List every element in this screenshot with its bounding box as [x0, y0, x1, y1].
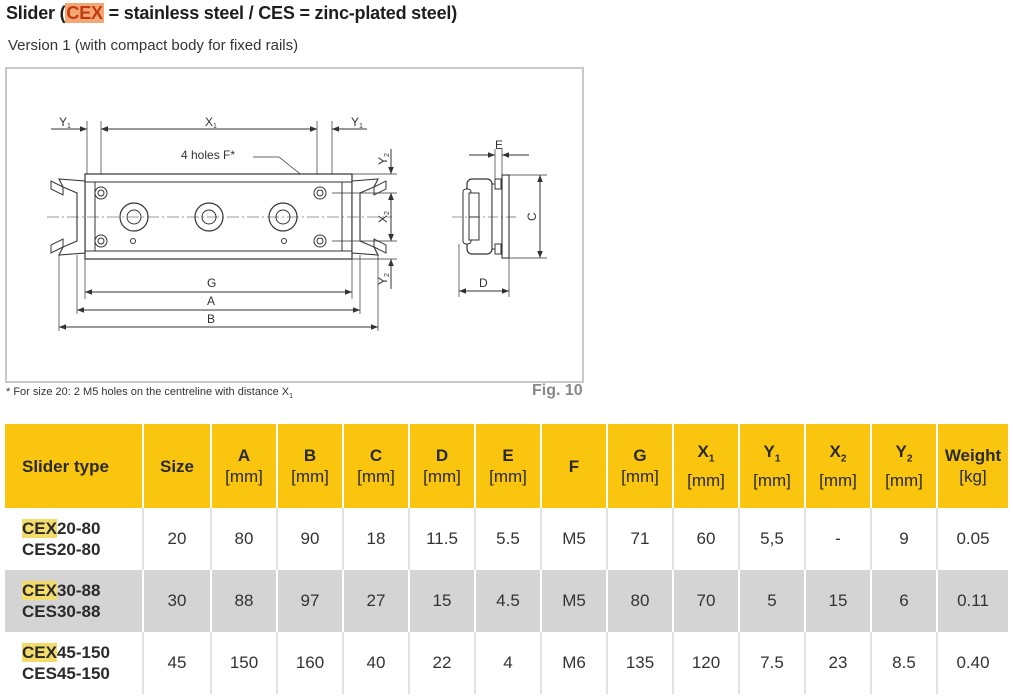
header-size: Size: [142, 424, 211, 508]
cell-g: 71: [606, 508, 673, 570]
header-weight: Weight[kg]: [936, 424, 1008, 508]
header-b: B[mm]: [276, 424, 343, 508]
slider-drawing-svg: Y1 X1 Y1 4 holes F* G A B E D Y2 X2 Y2 C: [47, 115, 547, 331]
cell-size: 20: [142, 508, 211, 570]
cell-x1: 70: [672, 570, 739, 632]
header-x1: X1[mm]: [672, 424, 739, 508]
cell-size: 30: [142, 570, 211, 632]
cell-g: 135: [606, 632, 673, 694]
label-c: C: [525, 212, 539, 221]
label-e: E: [495, 138, 503, 152]
header-f: F: [540, 424, 607, 508]
cell-c: 18: [342, 508, 409, 570]
label-b: B: [207, 312, 215, 326]
label-y1-left: Y1: [59, 115, 71, 130]
cell-b: 90: [276, 508, 343, 570]
label-x2: X2: [376, 211, 391, 223]
cell-a: 80: [210, 508, 277, 570]
header-x2: X2[mm]: [804, 424, 871, 508]
cell-c: 27: [342, 570, 409, 632]
table-header-row: Slider type Size A[mm] B[mm] C[mm] D[mm]…: [5, 424, 1008, 508]
header-c: C[mm]: [342, 424, 409, 508]
label-holes: 4 holes F*: [181, 148, 235, 162]
label-d: D: [479, 276, 488, 290]
cell-x2: 23: [804, 632, 871, 694]
slider-spec-table: Slider type Size A[mm] B[mm] C[mm] D[mm]…: [5, 424, 1008, 694]
figure-number: Fig. 10: [532, 382, 583, 399]
cex-highlight: CEX: [65, 3, 104, 23]
cell-y1: 5: [738, 570, 805, 632]
cell-weight: 0.11: [936, 570, 1008, 632]
header-slider-type: Slider type: [5, 424, 143, 508]
label-a: A: [207, 294, 215, 308]
cell-e: 4: [474, 632, 541, 694]
cell-b: 97: [276, 570, 343, 632]
header-g: G[mm]: [606, 424, 673, 508]
header-e: E[mm]: [474, 424, 541, 508]
cell-f: M5: [540, 570, 607, 632]
cell-f: M5: [540, 508, 607, 570]
cell-c: 40: [342, 632, 409, 694]
cell-g: 80: [606, 570, 673, 632]
cell-e: 5.5: [474, 508, 541, 570]
cell-y1: 5,5: [738, 508, 805, 570]
cell-y2: 9: [870, 508, 937, 570]
cell-x2: 15: [804, 570, 871, 632]
cell-weight: 0.05: [936, 508, 1008, 570]
cell-x1: 60: [672, 508, 739, 570]
cell-y2: 8.5: [870, 632, 937, 694]
page-title: Slider (CEX = stainless steel / CES = zi…: [6, 3, 457, 23]
technical-drawing: Y1 X1 Y1 4 holes F* G A B E D Y2 X2 Y2 C: [5, 67, 584, 383]
cell-y1: 7.5: [738, 632, 805, 694]
cell-b: 160: [276, 632, 343, 694]
cell-e: 4.5: [474, 570, 541, 632]
cell-x2: -: [804, 508, 871, 570]
cell-d: 22: [408, 632, 475, 694]
label-g: G: [207, 276, 216, 290]
label-y2-bottom: Y2: [376, 273, 391, 285]
cell-size: 45: [142, 632, 211, 694]
version-subtitle: Version 1 (with compact body for fixed r…: [8, 37, 299, 54]
header-y1: Y1[mm]: [738, 424, 805, 508]
label-y2-top: Y2: [376, 153, 391, 165]
cell-weight: 0.40: [936, 632, 1008, 694]
header-y2: Y2[mm]: [870, 424, 937, 508]
figure-footnote: * For size 20: 2 M5 holes on the centrel…: [6, 386, 294, 401]
cell-d: 11.5: [408, 508, 475, 570]
cell-a: 150: [210, 632, 277, 694]
header-d: D[mm]: [408, 424, 475, 508]
header-a: A[mm]: [210, 424, 277, 508]
cell-f: M6: [540, 632, 607, 694]
cell-a: 88: [210, 570, 277, 632]
cell-d: 15: [408, 570, 475, 632]
label-y1-right: Y1: [351, 115, 363, 130]
cell-x1: 120: [672, 632, 739, 694]
cell-y2: 6: [870, 570, 937, 632]
label-x1: X1: [205, 115, 217, 130]
